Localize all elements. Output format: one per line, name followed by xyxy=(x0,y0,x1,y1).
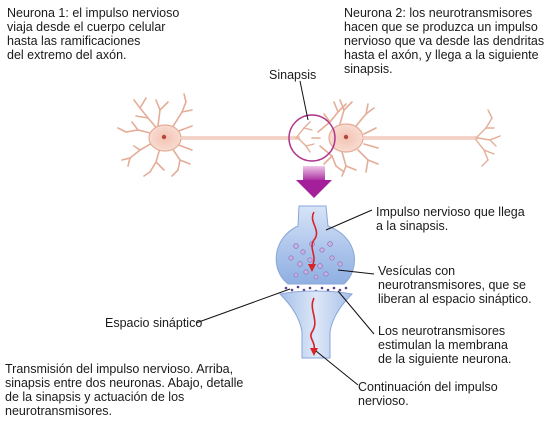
neuron2-nucleus xyxy=(343,134,349,140)
label-continuation: Continuación del impulso nervioso. xyxy=(358,380,498,408)
synapse-pointer xyxy=(299,80,309,121)
synapse-label: Sinapsis xyxy=(269,68,317,82)
impulse-arrow-in xyxy=(311,211,318,267)
presynaptic-terminal xyxy=(275,205,355,285)
synapse-circle xyxy=(288,114,336,162)
label-line: de la siguiente neurona. xyxy=(378,352,512,366)
label-line: neurotransmisores, que se xyxy=(378,278,526,292)
neuron1-description: Neurona 1: el impulso nervioso viaja des… xyxy=(7,6,179,62)
label-line: Vesículas con xyxy=(378,264,456,278)
neuron2-line: sinapsis. xyxy=(344,62,393,76)
neuron2-line: hacen que se produzca un impulso xyxy=(344,20,538,34)
neuron1-line: viaja desde el cuerpo celular xyxy=(7,20,166,34)
label-line: estimulan la membrana xyxy=(378,338,508,352)
neuron2-line: Neurona 2: los neurotransmisores xyxy=(344,6,533,20)
impulse-arrowhead-in xyxy=(308,264,316,272)
label-line: a la sinapsis. xyxy=(376,219,449,233)
label-vesicles: Vesículas con neurotransmisores, que se … xyxy=(378,264,532,306)
neuron2-line: hasta el axón, y llega a la siguiente xyxy=(344,48,539,62)
vesicles xyxy=(288,241,343,280)
label-incoming-impulse: Impulso nervioso que llega a la sinapsis… xyxy=(376,205,525,233)
neuron1-line: hasta las ramificaciones xyxy=(7,34,141,48)
label-line: Los neurotransmisores xyxy=(378,324,506,338)
label-line: Impulso nervioso que llega xyxy=(376,205,525,219)
caption-line: Transmisión del impulso nervioso. Arriba… xyxy=(5,362,234,376)
leader-lines xyxy=(195,209,375,386)
neuron2-line: nervioso que va desde las dendritas xyxy=(344,34,545,48)
label-synaptic-space: Espacio sináptico xyxy=(105,316,203,330)
caption-line: neurotransmisores. xyxy=(5,404,112,418)
down-arrow xyxy=(296,166,332,198)
caption-line: sinapsis entre dos neuronas. Abajo, deta… xyxy=(5,376,244,390)
impulse-arrow-out xyxy=(310,297,316,351)
caption-line: de la sinapsis y actuación de los xyxy=(5,390,185,404)
neuron2-description: Neurona 2: los neurotransmisores hacen q… xyxy=(344,6,544,76)
figure-caption: Transmisión del impulso nervioso. Arriba… xyxy=(5,362,243,418)
neuron1-line: Neurona 1: el impulso nervioso xyxy=(7,6,180,20)
postsynaptic-neuron xyxy=(278,290,354,359)
neuron1-line: del extremo del axón. xyxy=(7,48,127,62)
label-neurotransmitters: Los neurotransmisores estimulan la membr… xyxy=(378,324,511,366)
label-line: liberan al espacio sináptico. xyxy=(378,292,532,306)
synaptic-cleft xyxy=(284,285,348,293)
neuron1-nucleus xyxy=(161,134,167,140)
label-line: nervioso. xyxy=(358,394,409,408)
label-line: Continuación del impulso xyxy=(358,380,498,394)
neuron2-dendrites xyxy=(311,99,379,177)
impulse-arrowhead-out xyxy=(310,348,318,356)
